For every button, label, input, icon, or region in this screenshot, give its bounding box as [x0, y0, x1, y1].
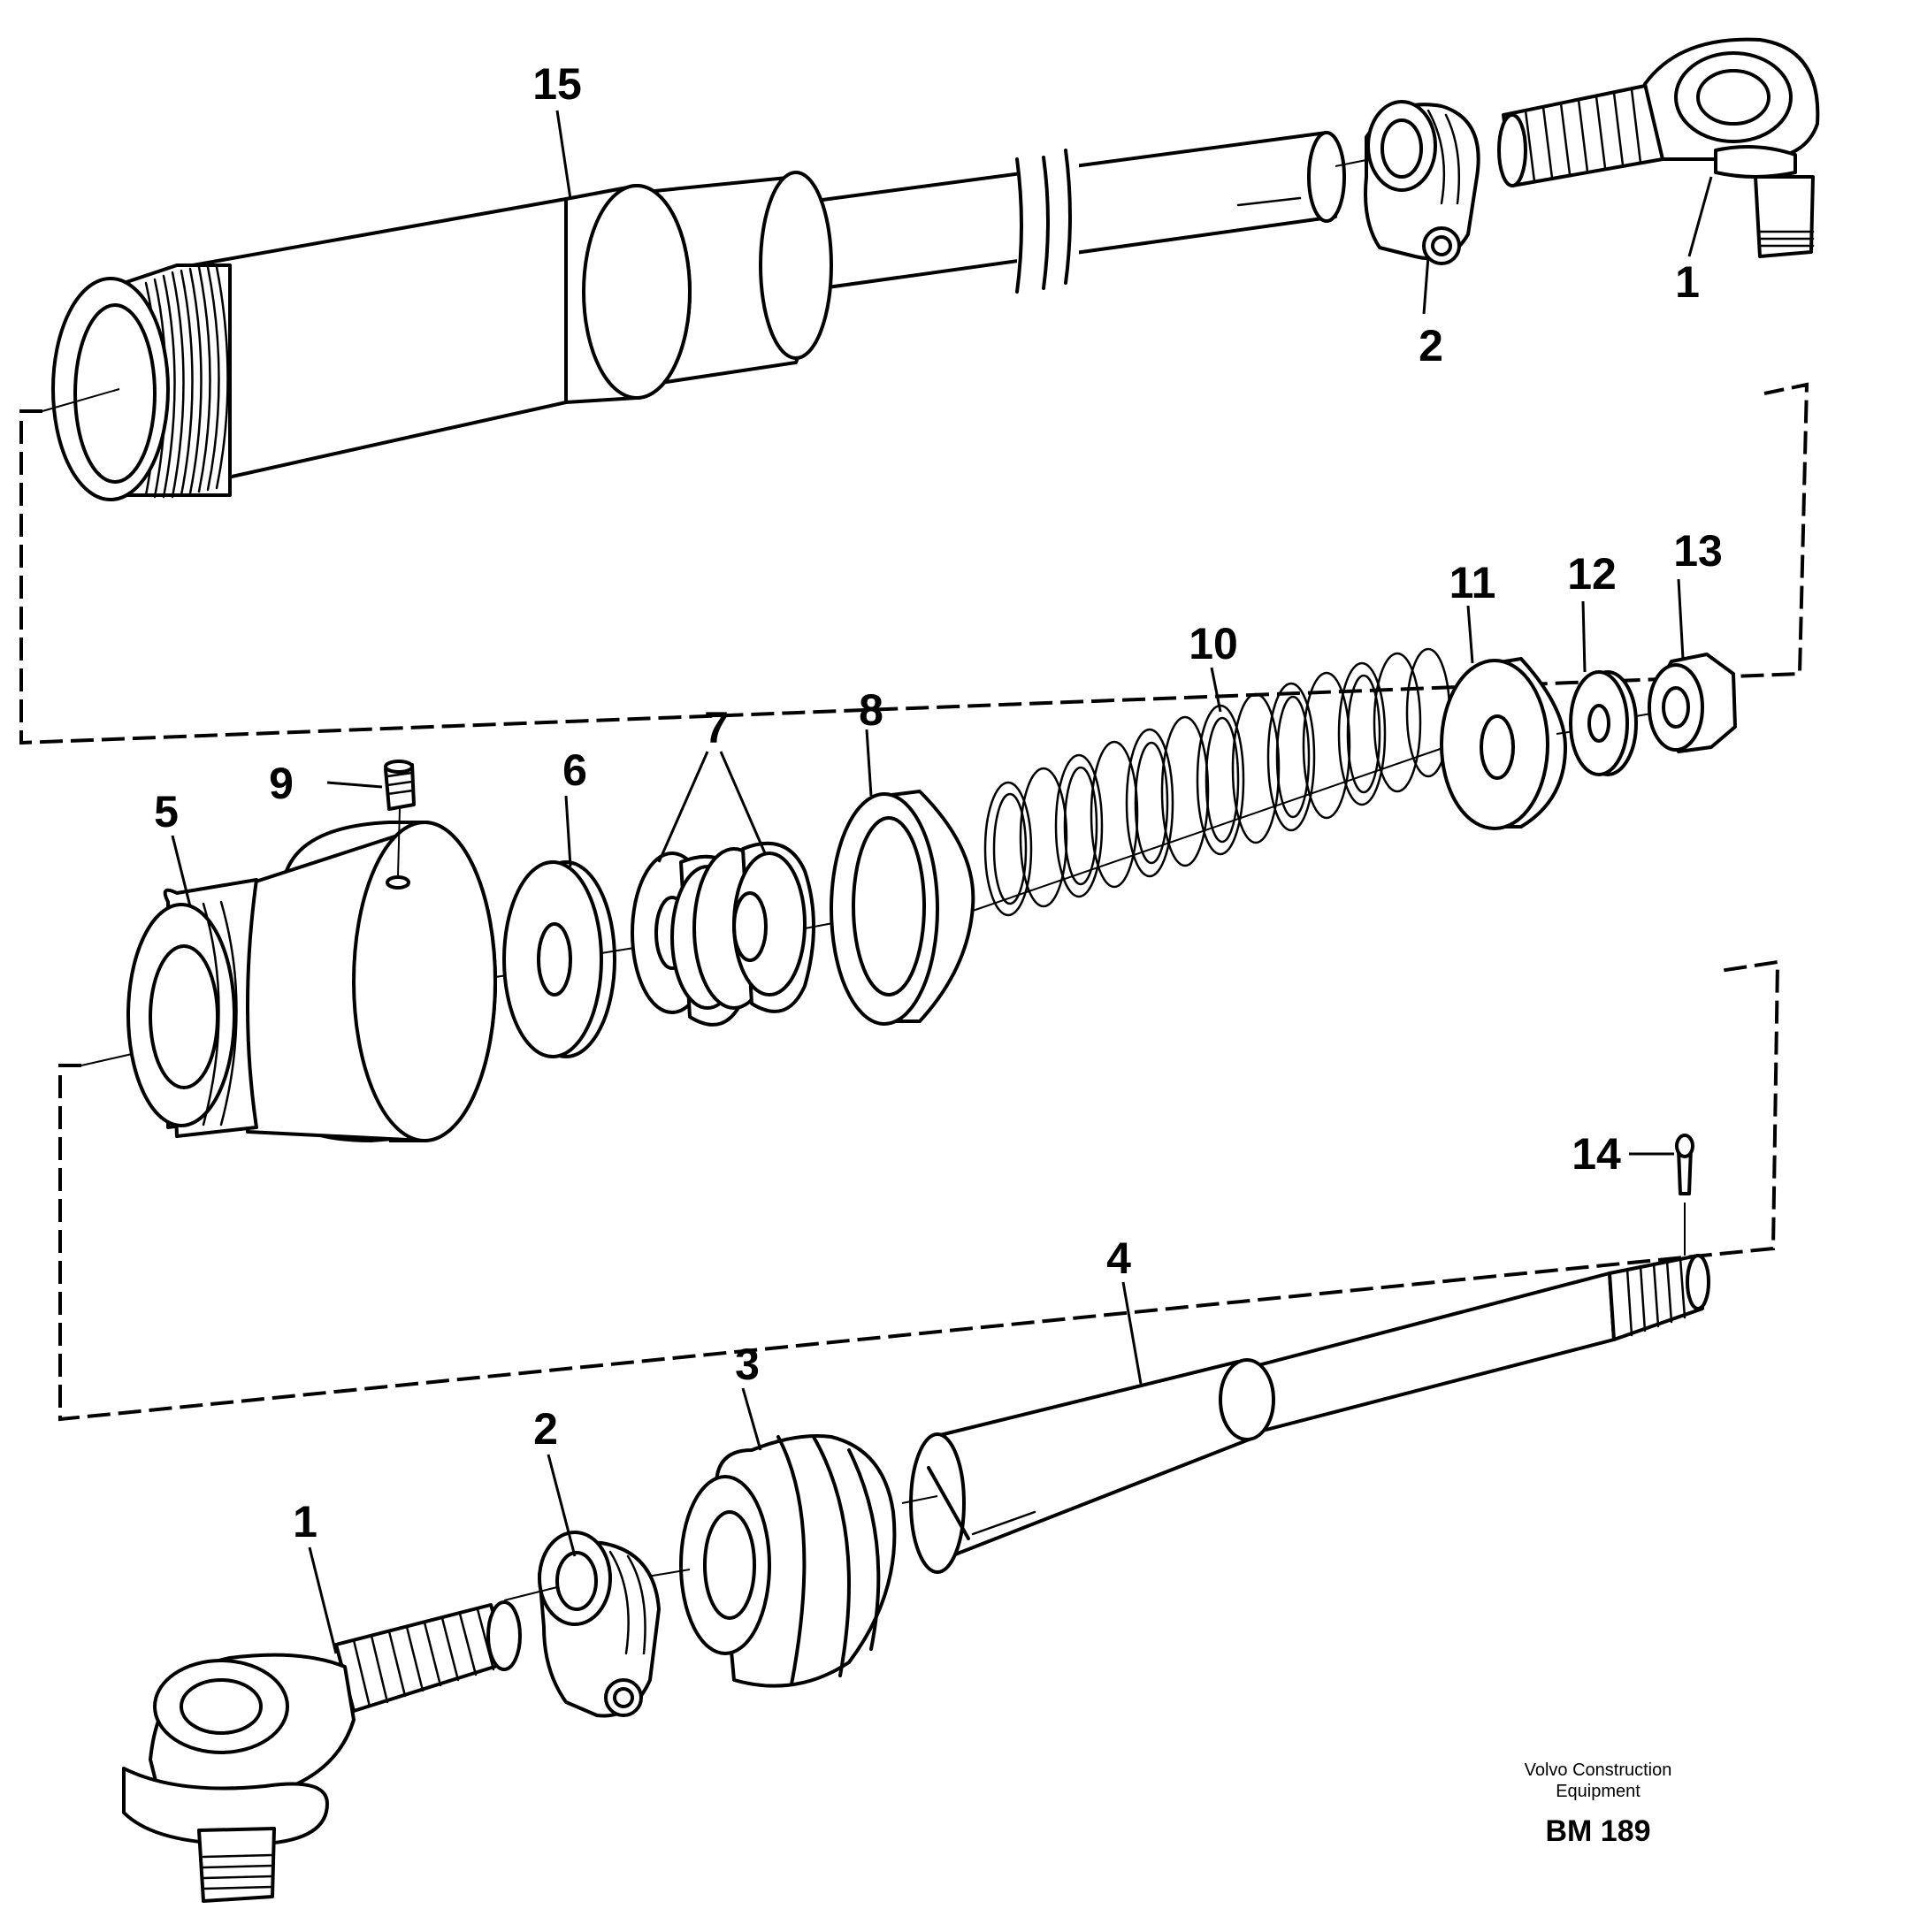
part-15-cylinder-tube	[42, 131, 1346, 501]
part-8-sleeve	[804, 790, 975, 1026]
callout-8: 8	[859, 685, 883, 735]
part-11-disc	[1440, 657, 1567, 830]
callout-5: 5	[154, 787, 179, 836]
part-14-pin	[1629, 1134, 1694, 1256]
part-2-clamp-upper	[1335, 100, 1480, 265]
callout-14: 14	[1572, 1129, 1621, 1179]
callout-15: 15	[532, 59, 582, 109]
callout-12: 12	[1567, 549, 1617, 599]
callout-6: 6	[562, 745, 587, 795]
callout-10: 10	[1189, 619, 1238, 668]
part-2-clamp-lower	[538, 1531, 691, 1718]
part-9-set-screw	[326, 760, 416, 876]
part-5-housing	[80, 821, 497, 1142]
credit-block: Volvo Construction Equipment BM 189	[1525, 1760, 1672, 1848]
part-13-nut	[1635, 653, 1737, 753]
callout-1-lower: 1	[293, 1497, 317, 1546]
callout-2-lower: 2	[533, 1404, 558, 1454]
connector-lower	[58, 959, 1780, 1422]
part-10-spring	[972, 647, 1451, 917]
connector-upper	[19, 382, 1809, 745]
callout-1-upper: 1	[1675, 257, 1700, 307]
callout-4: 4	[1106, 1233, 1131, 1283]
credit-line-1: Volvo Construction	[1525, 1760, 1672, 1780]
part-1-rod-end-upper	[1497, 37, 1820, 258]
part-12-washer	[1556, 670, 1638, 776]
callout-numbers: 15 2 1 13 12 11 10 8 7 6 9 5 14 4 3 2 1	[154, 59, 1723, 1546]
callout-2-upper: 2	[1419, 321, 1443, 370]
part-3-rubber-boot	[679, 1434, 938, 1688]
callout-9: 9	[269, 759, 294, 808]
callout-7: 7	[704, 703, 729, 752]
callout-13: 13	[1673, 526, 1723, 576]
callout-11: 11	[1449, 558, 1496, 607]
part-6-washer	[494, 860, 616, 1058]
part-1-rod-end-lower	[122, 1586, 558, 1903]
part-7-seal-pair	[600, 841, 815, 1027]
callout-3: 3	[735, 1340, 760, 1389]
credit-line-2: Equipment	[1556, 1782, 1640, 1801]
assembly-connector-lines	[19, 382, 1809, 1422]
part-4-shaft	[909, 1254, 1710, 1574]
drawing-code: BM 189	[1545, 1814, 1650, 1848]
callout-leader-lines	[171, 110, 1713, 1654]
